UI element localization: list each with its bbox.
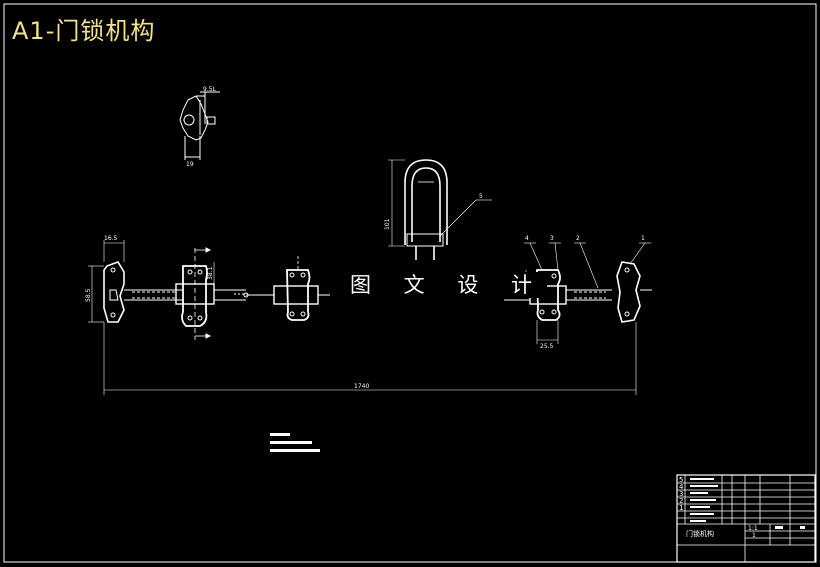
balloon-2: 2: [576, 235, 580, 242]
title-block: [676, 474, 816, 563]
balloon-5: 5: [479, 193, 483, 200]
title-block-sheet: 1: [752, 532, 756, 539]
balloon-4: 4: [525, 235, 529, 242]
title-block-name: 门锁机构: [686, 529, 714, 538]
rod-assembly: [88, 240, 652, 395]
left-end-height-label: 58.5: [85, 288, 92, 302]
handle-height-label: 101: [384, 218, 391, 230]
part-number-1: 1: [679, 504, 683, 512]
title-block-fills: [690, 478, 805, 529]
part-number-3: 3: [679, 490, 683, 498]
part-number-5: 5: [679, 476, 683, 484]
top-view-height-label: 19: [186, 161, 194, 168]
drawing-title: A1-门锁机构: [12, 17, 156, 45]
balloon-1: 1: [641, 235, 645, 242]
right-bracket-width-label: 25.5: [540, 343, 554, 350]
left-end-width-label: 16.5: [104, 235, 118, 242]
top-detail-view: [179, 91, 220, 160]
sheet-border: [3, 3, 817, 563]
handle-view: [388, 159, 492, 260]
left-bracket-offset-label: 38.1: [207, 266, 214, 280]
overall-length-label: 1740: [354, 383, 369, 390]
technical-notes: [270, 433, 320, 452]
part-number-4: 4: [679, 483, 684, 491]
watermark-text: 图 文 设 计: [348, 272, 548, 298]
title-block-scale: 1:1: [748, 525, 758, 532]
top-view-width-label: 9.5L: [203, 86, 217, 93]
part-number-2: 2: [679, 497, 683, 505]
balloon-3: 3: [550, 235, 554, 242]
